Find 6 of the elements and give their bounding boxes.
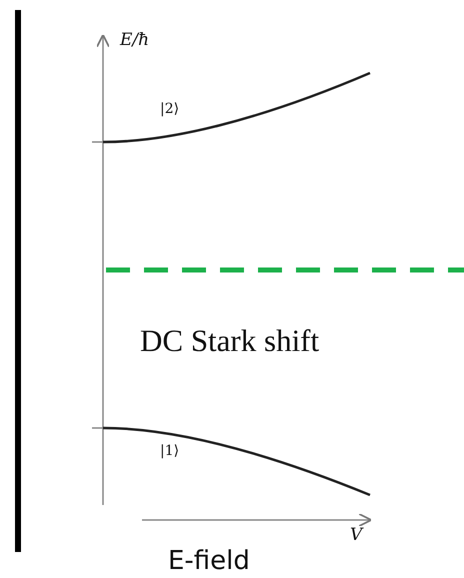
state-label: |1⟩ — [160, 444, 180, 458]
axis-label: V — [350, 527, 362, 544]
state-label: |2⟩ — [160, 102, 180, 116]
annotation-text: DC Stark shift — [140, 325, 320, 356]
axis-label: E/ħ — [120, 32, 150, 49]
axis-label: E-field — [168, 548, 250, 574]
